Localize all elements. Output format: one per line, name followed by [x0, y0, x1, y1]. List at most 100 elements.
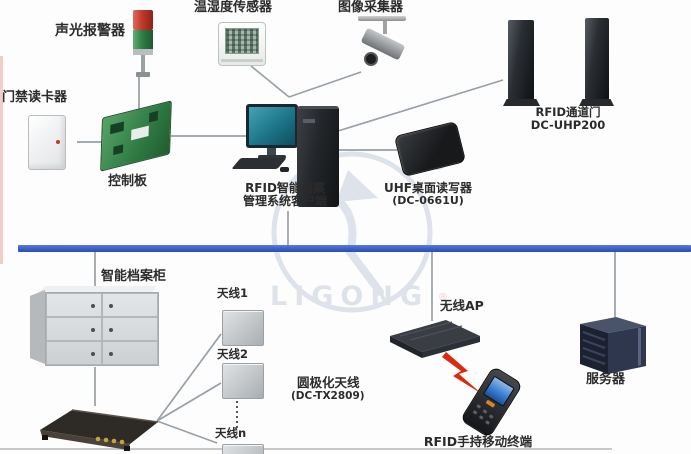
- lock-icon: [91, 303, 95, 308]
- antenna-1-label: 天线1: [217, 286, 249, 300]
- reader-port: [103, 437, 109, 443]
- smart-cabinet-device: [30, 286, 160, 366]
- alarm-green-segment: [133, 30, 153, 49]
- handheld-key: [472, 410, 478, 415]
- camera-lens: [364, 52, 378, 66]
- watermark-brand-text: LIGONG: [270, 281, 429, 312]
- camera-label: 图像采集器: [338, 0, 404, 15]
- camera-mount-stem: [383, 21, 387, 34]
- lock-icon: [91, 351, 95, 356]
- cabinet-front-face: [45, 292, 159, 366]
- reader-foot: [124, 446, 130, 451]
- wire-client-gate: [337, 79, 504, 132]
- wire-sensor-client: [250, 65, 290, 98]
- handheld-key: [482, 409, 488, 414]
- reader-front-face: [40, 430, 130, 450]
- reader-foot: [42, 435, 48, 440]
- wire-camera-client: [288, 71, 362, 98]
- door-card-reader-label: 门禁读卡器: [2, 90, 68, 105]
- server-drive-strip: [638, 328, 641, 366]
- ap-front-face: [390, 336, 422, 358]
- alarm-stem: [141, 55, 145, 73]
- cabinet-door: [102, 341, 158, 365]
- alarm-foot: [136, 72, 150, 77]
- lock-icon: [91, 327, 95, 332]
- client-label: RFID智能档案 管理系统客户端: [230, 181, 340, 209]
- server-label: 服务器: [586, 372, 626, 387]
- cabinet-door: [46, 317, 102, 341]
- server-device: [580, 317, 646, 374]
- handheld-key: [478, 415, 484, 420]
- client-keyboard: [231, 158, 287, 169]
- pcb-chip: [131, 125, 149, 141]
- alarm-base-cap: [133, 49, 153, 55]
- polarized-antenna-model: (DC-TX2809): [291, 390, 365, 402]
- wire-reader-antenna1: [156, 333, 222, 422]
- server-top-face: [580, 317, 646, 333]
- uhf-desktop-reader-device: [393, 120, 467, 178]
- lock-icon: [109, 351, 113, 356]
- wireless-ap-device: [390, 320, 480, 358]
- antenna-panel-2: [222, 363, 264, 399]
- camera-device: [352, 14, 414, 76]
- server-vents: [582, 331, 606, 365]
- ap-top-face: [390, 320, 480, 352]
- cabinet-door: [102, 293, 158, 317]
- wire-reader-antenna2: [156, 382, 222, 422]
- cabinet-door: [102, 317, 158, 341]
- antenna-n-label: 天线n: [215, 426, 247, 440]
- sensor-lcd-display: [225, 28, 259, 54]
- temp-sensor-label: 温湿度传感器: [194, 0, 273, 15]
- left-edge-artifact: [0, 56, 3, 264]
- alarm-red-segment: [133, 10, 153, 30]
- door-card-reader-device: [28, 115, 66, 170]
- antenna-panel-n: [222, 444, 264, 454]
- reader-port: [111, 438, 117, 444]
- alarm-label: 声光报警器: [55, 23, 125, 39]
- cabinet-side-face: [30, 290, 45, 364]
- handheld-terminal-label: RFID手持移动终端: [423, 434, 533, 449]
- client-monitor: [246, 104, 298, 148]
- cabinet-door: [46, 341, 102, 365]
- lock-icon: [109, 327, 113, 332]
- antenna-panel-1: [222, 310, 264, 346]
- channel-gate-label: RFID通道门: [535, 105, 601, 119]
- polarized-antenna-label: 圆极化天线: [297, 375, 360, 390]
- pcb-chip: [110, 121, 125, 135]
- antenna-2-label: 天线2: [217, 347, 249, 361]
- bottom-rule: [0, 448, 612, 450]
- lock-icon: [109, 303, 113, 308]
- control-board-label: 控制板: [108, 174, 148, 189]
- handheld-key: [488, 414, 494, 419]
- server-side-face: [608, 326, 646, 374]
- temp-humidity-sensor-device: [218, 22, 266, 66]
- handheld-key: [485, 420, 491, 425]
- ap-side-face: [422, 336, 480, 358]
- uhf-reader-model: (DC-0661U): [392, 194, 464, 208]
- card-reader-led: [56, 140, 60, 144]
- client-label-line2: 管理系统客户端: [242, 194, 327, 209]
- pcb-chip: [113, 144, 124, 156]
- wire-reader-antennaN: [156, 420, 218, 444]
- multiport-reader-device: [40, 409, 159, 451]
- cabinet-top-face: [36, 286, 156, 294]
- reader-port: [119, 439, 125, 445]
- camera-mount-bar: [358, 16, 406, 21]
- monitor-screen: [249, 107, 295, 145]
- smart-cabinet-label: 智能档案柜: [101, 269, 167, 284]
- sensor-base: [221, 59, 263, 62]
- channel-gate-model: DC-UHP200: [530, 117, 606, 132]
- pcb-chip: [148, 110, 159, 123]
- wireless-ap-label: 无线AP: [440, 298, 484, 313]
- client-mouse: [280, 167, 289, 172]
- cabinet-door: [46, 293, 102, 317]
- ethernet-bus-line: [18, 245, 691, 252]
- pc-drive-slot: [303, 119, 315, 123]
- channel-gate-base-left: [503, 99, 540, 106]
- alarm-tower-device: [128, 8, 158, 80]
- channel-gate-pillar-right: [585, 18, 609, 100]
- channel-gate-base-right: [579, 99, 614, 106]
- wireless-link-lightning-icon: [442, 352, 482, 394]
- channel-gate-label-block: RFID通道门 DC-UHP200: [518, 106, 618, 131]
